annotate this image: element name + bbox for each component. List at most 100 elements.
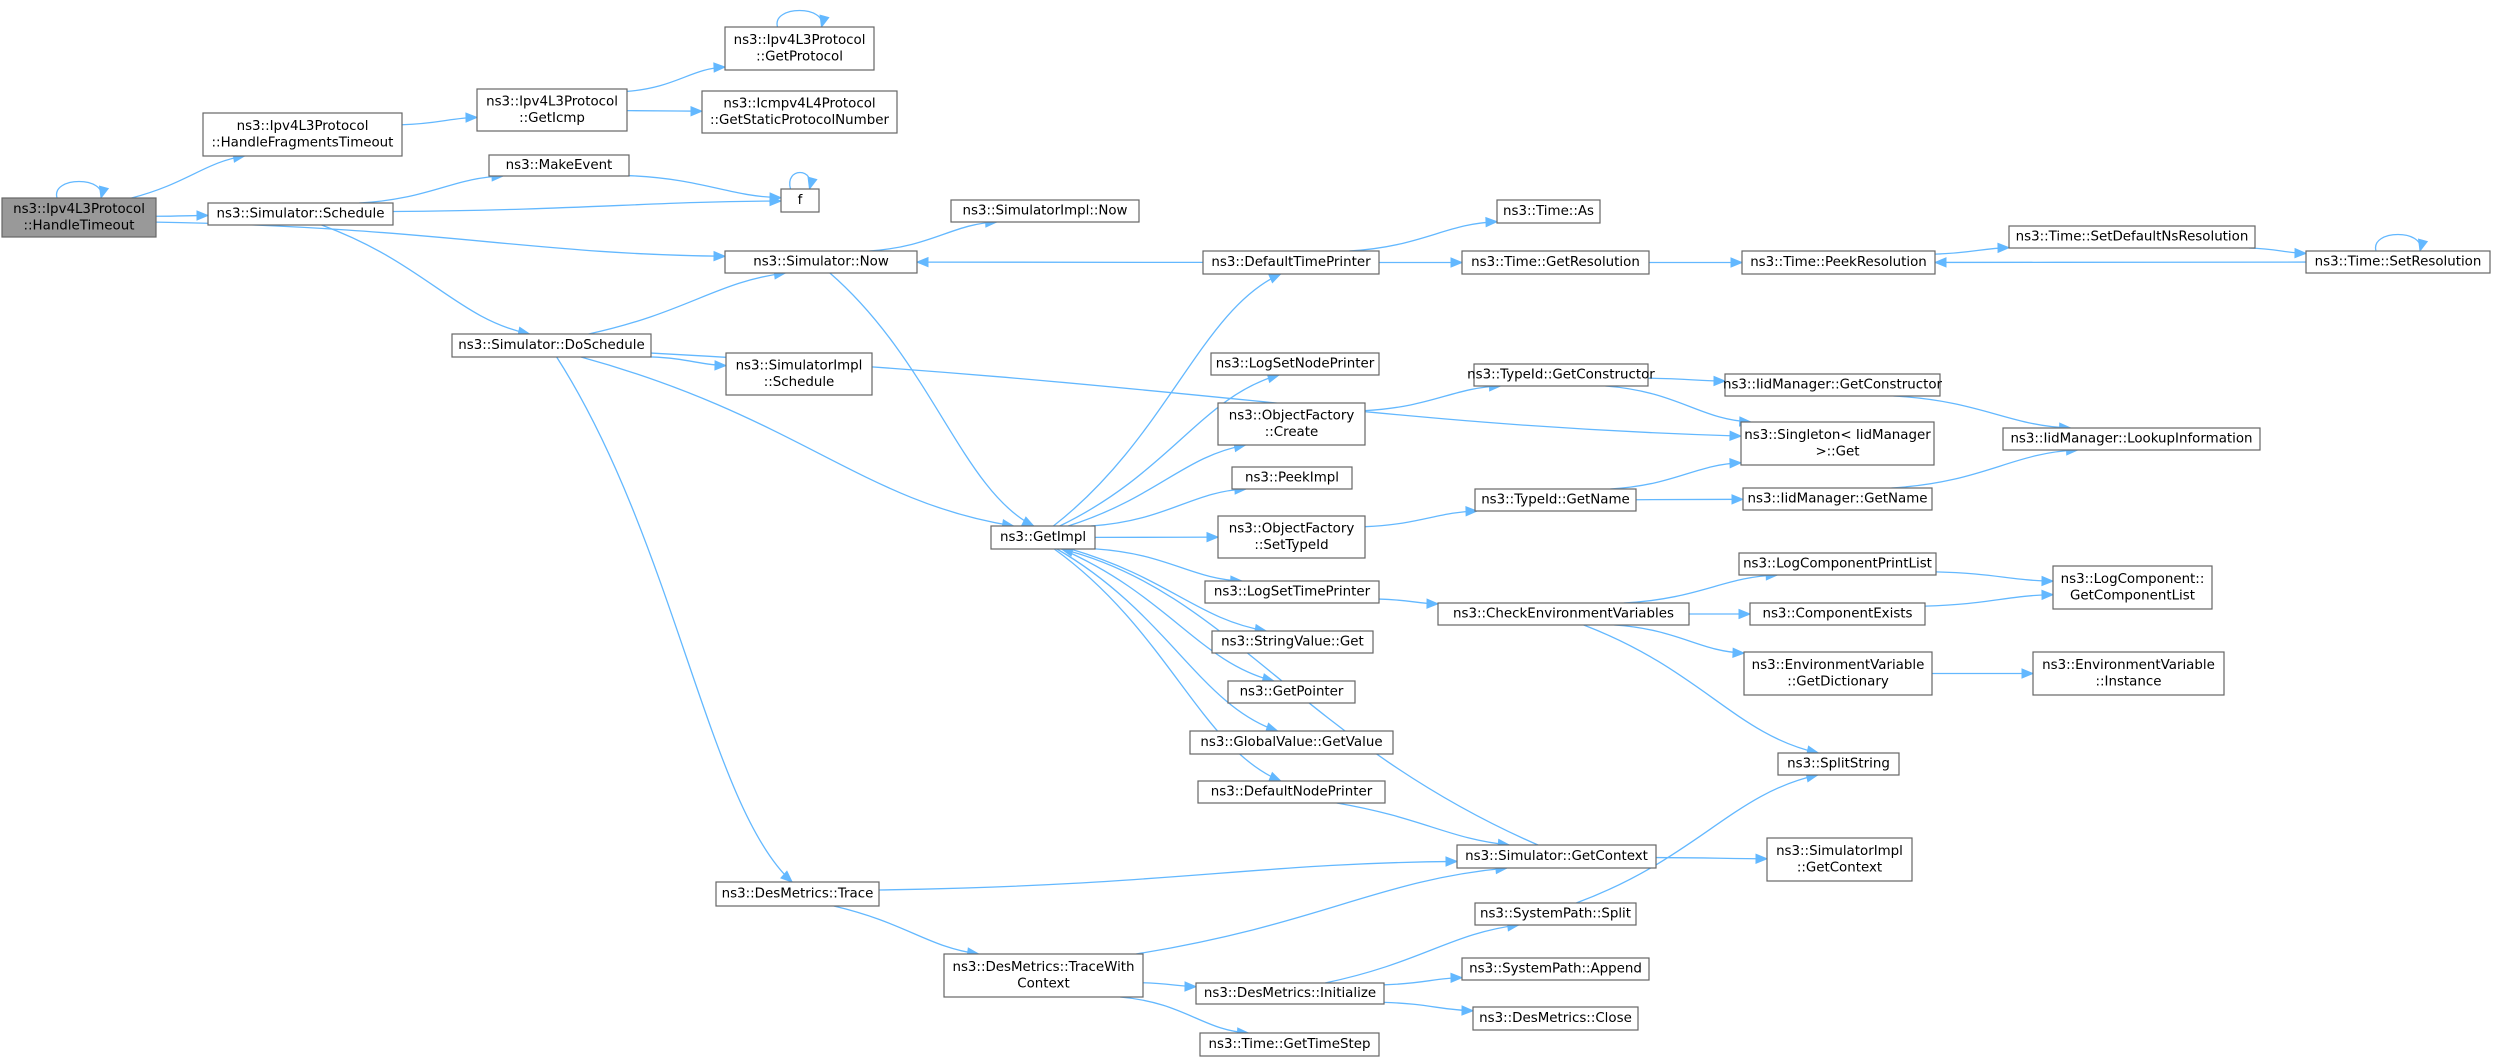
node-n48-box: [2052, 565, 2213, 610]
node-n2[interactable]: ns3::Ipv4L3Protocol::GetIcmp: [476, 88, 628, 132]
node-n43-label-0: ns3::SplitString: [1787, 757, 1890, 772]
node-n39[interactable]: ns3::IidManager::GetName: [1742, 487, 1933, 511]
node-n35[interactable]: ns3::DesMetrics::Close: [1472, 1006, 1639, 1031]
edge-n12-n16: [1059, 374, 1280, 527]
node-n43[interactable]: ns3::SplitString: [1777, 752, 1900, 776]
node-n11[interactable]: ns3::SimulatorImpl::Schedule: [725, 352, 873, 396]
node-n42[interactable]: ns3::EnvironmentVariable::GetDictionary: [1743, 651, 1933, 696]
edge-n40-n48-arrowhead: [2041, 575, 2055, 587]
node-n45-label-0: ns3::Time::SetDefaultNsResolution: [2016, 230, 2249, 245]
node-n49-label-0: ns3::EnvironmentVariable: [2042, 658, 2215, 673]
node-n36[interactable]: ns3::Time::PeekResolution: [1741, 250, 1936, 275]
node-n40[interactable]: ns3::LogComponentPrintList: [1738, 552, 1937, 576]
node-n8[interactable]: ns3::Simulator::DoSchedule: [451, 333, 652, 358]
node-n15-label-0: ns3::DefaultTimePrinter: [1211, 255, 1371, 270]
node-n5-label-0: ns3::Simulator::Schedule: [217, 207, 385, 222]
node-n1-box: [202, 112, 403, 157]
node-n48[interactable]: ns3::LogComponent::GetComponentList: [2052, 565, 2213, 610]
node-n12[interactable]: ns3::GetImpl: [990, 525, 1096, 550]
node-n17-label-1: ::Create: [1265, 425, 1319, 440]
node-n12-box: [990, 525, 1096, 550]
node-n36-label-0: ns3::Time::PeekResolution: [1750, 255, 1927, 270]
node-n22[interactable]: ns3::GetPointer: [1227, 680, 1356, 704]
edge-n6-n7-arrowhead: [769, 192, 783, 203]
node-n32-label-0: ns3::Simulator::GetContext: [1465, 849, 1648, 864]
node-n27[interactable]: ns3::Time::As: [1496, 199, 1601, 224]
edge-n19-n30-arrowhead: [1465, 506, 1479, 517]
edge-n3-n3-arrowhead: [819, 14, 830, 29]
node-n3[interactable]: ns3::Ipv4L3Protocol::GetProtocol: [724, 26, 875, 71]
node-n6[interactable]: ns3::MakeEvent: [488, 154, 630, 177]
edge-n31-n42-arrowhead: [1732, 647, 1746, 658]
node-n25[interactable]: ns3::DesMetrics::Initialize: [1195, 982, 1385, 1005]
edge-n9-n12: [829, 272, 1035, 527]
node-n29-label-0: ns3::TypeId::GetConstructor: [1467, 368, 1655, 383]
edge-n12-n22: [1061, 548, 1274, 682]
node-n1[interactable]: ns3::Ipv4L3Protocol::HandleFragmentsTime…: [202, 112, 403, 157]
node-n20[interactable]: ns3::LogSetTimePrinter: [1204, 580, 1380, 604]
node-n29[interactable]: ns3::TypeId::GetConstructor: [1467, 363, 1655, 387]
node-n31[interactable]: ns3::CheckEnvironmentVariables: [1437, 602, 1690, 626]
node-n28[interactable]: ns3::Time::GetResolution: [1461, 250, 1650, 275]
edge-n42-n49-arrowhead: [2021, 668, 2035, 679]
node-n18[interactable]: ns3::PeekImpl: [1231, 466, 1353, 490]
edge-n2-n3: [626, 66, 726, 93]
node-n9[interactable]: ns3::Simulator::Now: [724, 250, 918, 274]
node-n10[interactable]: ns3::SimulatorImpl::Now: [950, 199, 1140, 223]
node-n22-label-0: ns3::GetPointer: [1240, 685, 1344, 700]
node-n27-label-0: ns3::Time::As: [1503, 204, 1594, 219]
node-n46[interactable]: ns3::Time::SetResolution: [2305, 250, 2491, 274]
node-n15[interactable]: ns3::DefaultTimePrinter: [1202, 250, 1380, 275]
node-n21[interactable]: ns3::StringValue::Get: [1211, 630, 1374, 654]
node-n15-box: [1202, 250, 1380, 275]
node-n45[interactable]: ns3::Time::SetDefaultNsResolution: [2008, 225, 2256, 249]
node-n5[interactable]: ns3::Simulator::Schedule: [207, 202, 394, 226]
node-n34[interactable]: ns3::SystemPath::Append: [1461, 957, 1650, 981]
node-n16[interactable]: ns3::LogSetNodePrinter: [1210, 352, 1380, 376]
node-n20-box: [1204, 580, 1380, 604]
edge-n15-n28-arrowhead: [1450, 257, 1464, 268]
node-n17[interactable]: ns3::ObjectFactory::Create: [1217, 402, 1366, 446]
node-n47[interactable]: ns3::IidManager::LookupInformation: [2002, 427, 2261, 451]
node-n0[interactable]: ns3::Ipv4L3Protocol::HandleTimeout: [1, 197, 157, 238]
node-n36-box: [1741, 250, 1936, 275]
node-n7[interactable]: f: [780, 188, 820, 213]
node-n4[interactable]: ns3::Icmpv4L4Protocol::GetStaticProtocol…: [701, 90, 898, 134]
node-n26[interactable]: ns3::Time::GetTimeStep: [1199, 1032, 1380, 1057]
node-n32[interactable]: ns3::Simulator::GetContext: [1456, 844, 1657, 869]
node-n42-label-1: ::GetDictionary: [1787, 674, 1889, 689]
node-n41[interactable]: ns3::ComponentExists: [1749, 602, 1926, 626]
node-n33[interactable]: ns3::SystemPath::Split: [1474, 902, 1637, 926]
edge-n12-n24: [1053, 548, 1282, 782]
edge-n0-n1: [131, 155, 245, 199]
edge-n45-n46-arrowhead: [2294, 247, 2308, 259]
node-n47-box: [2002, 427, 2261, 451]
node-n23[interactable]: ns3::GlobalValue::GetValue: [1189, 730, 1394, 755]
edge-n17-n29: [1364, 385, 1501, 412]
node-n30[interactable]: ns3::TypeId::GetName: [1474, 488, 1637, 512]
node-n41-box: [1749, 602, 1926, 626]
node-n4-label-1: ::GetStaticProtocolNumber: [710, 113, 889, 128]
node-n38-label-1: >::Get: [1815, 444, 1859, 459]
edge-n8-n38-arrowhead: [1729, 430, 1743, 442]
edge-n31-n41-arrowhead: [1738, 608, 1752, 620]
node-n44[interactable]: ns3::SimulatorImpl::GetContext: [1766, 837, 1913, 882]
node-n42-label-0: ns3::EnvironmentVariable: [1752, 658, 1925, 673]
node-n14-box: [943, 953, 1144, 998]
node-n25-label-0: ns3::DesMetrics::Initialize: [1204, 986, 1376, 1001]
node-n13[interactable]: ns3::DesMetrics::Trace: [715, 881, 880, 907]
node-n34-box: [1461, 957, 1650, 981]
edges-layer: [56, 9, 2429, 1038]
node-n14-label-0: ns3::DesMetrics::TraceWith: [952, 960, 1134, 975]
node-n31-label-0: ns3::CheckEnvironmentVariables: [1453, 607, 1674, 622]
node-n37[interactable]: ns3::IidManager::GetConstructor: [1723, 373, 1943, 397]
node-n1-label-0: ns3::Ipv4L3Protocol: [237, 119, 369, 134]
node-n38[interactable]: ns3::Singleton< IidManager >::Get: [1740, 421, 1935, 466]
node-n24[interactable]: ns3::DefaultNodePrinter: [1197, 780, 1386, 804]
edge-n32-n44-arrowhead: [1755, 853, 1769, 864]
node-n19[interactable]: ns3::ObjectFactory::SetTypeId: [1217, 515, 1366, 559]
node-n28-label-0: ns3::Time::GetResolution: [1471, 255, 1640, 270]
node-n49[interactable]: ns3::EnvironmentVariable::Instance: [2032, 651, 2225, 696]
edge-n29-n37: [1647, 377, 1726, 382]
